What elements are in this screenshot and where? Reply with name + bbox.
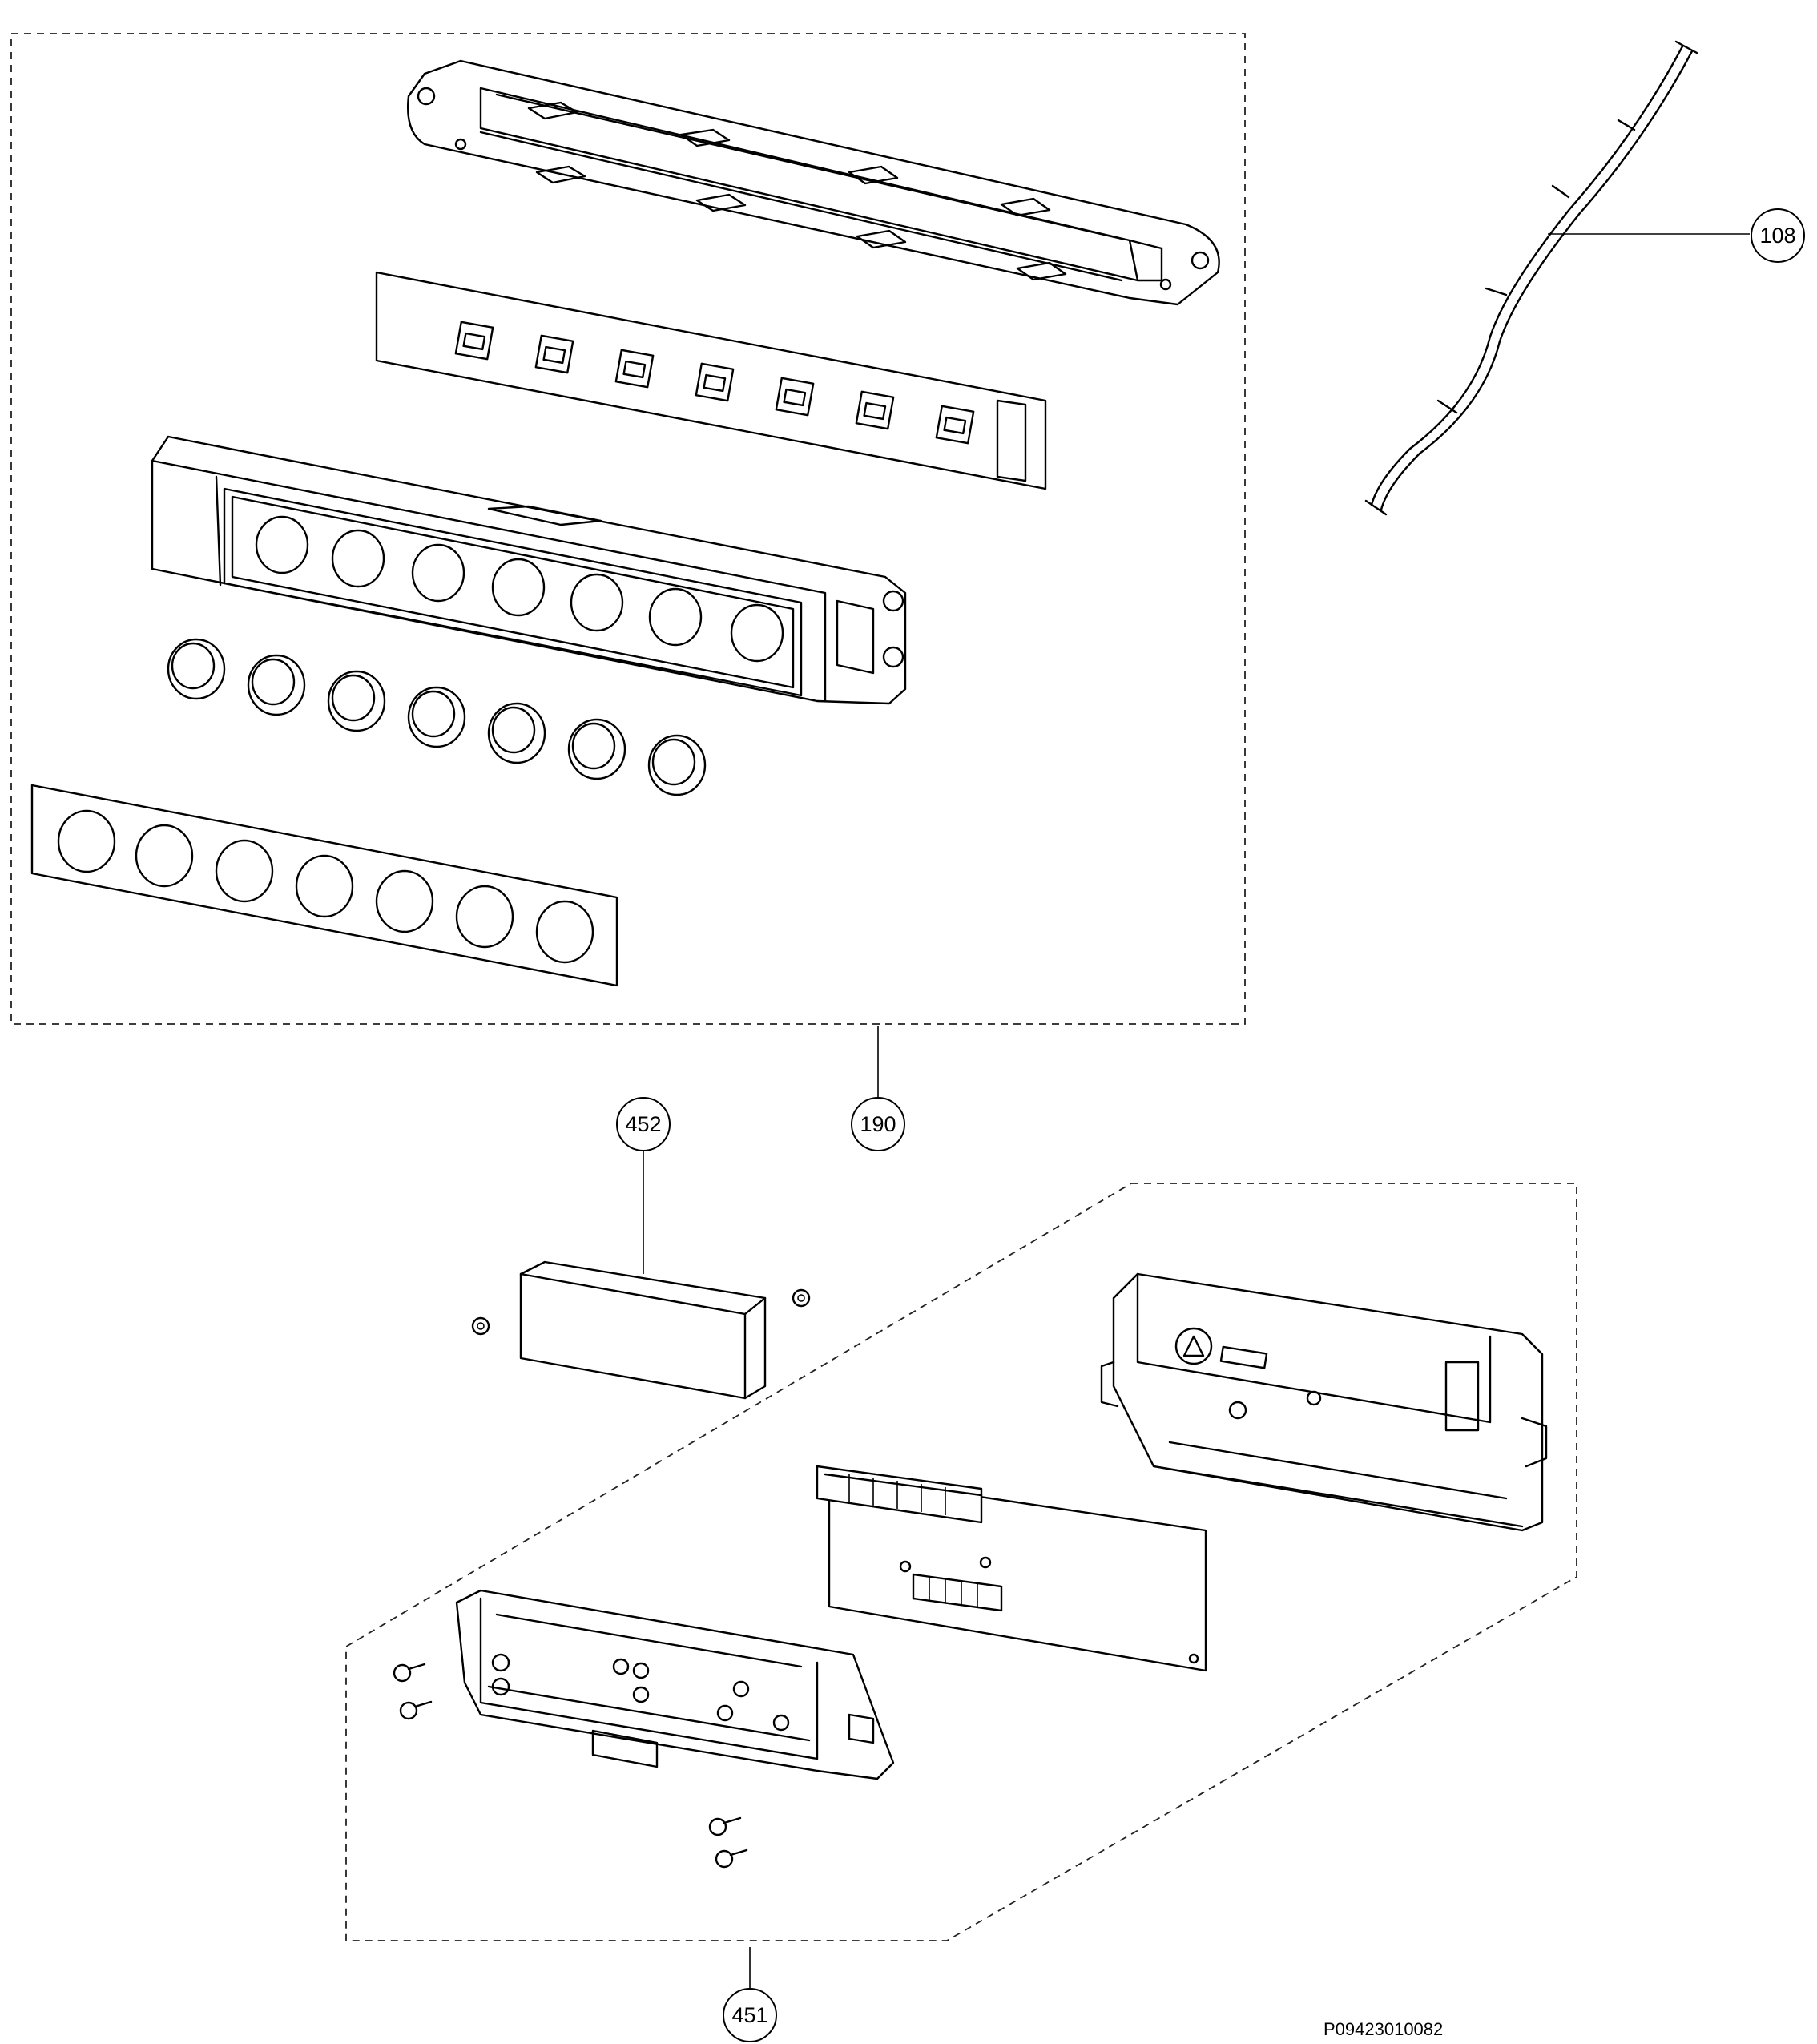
callout-label: 452	[625, 1112, 661, 1136]
group-451-boundary	[345, 1183, 1577, 1941]
warning-symbol	[1174, 1327, 1213, 1365]
rear-cover	[1100, 1272, 1548, 1532]
control-panel-frame	[407, 59, 1220, 306]
callout-label: 190	[860, 1112, 896, 1136]
group-190-boundary	[10, 33, 1246, 1025]
document-number: P09423010082	[1323, 2019, 1443, 2039]
frame-tabs	[527, 101, 1067, 281]
front-chassis	[455, 1589, 895, 1780]
frame-mounting-hole	[417, 87, 436, 106]
switch-circuit-board	[375, 271, 1047, 490]
callout-label: 451	[731, 2003, 767, 2027]
button-housing	[151, 435, 907, 705]
wiring-cable	[1364, 40, 1698, 516]
callout-108[interactable]: 108	[1751, 208, 1805, 263]
cover-label	[1219, 1345, 1268, 1369]
push-buttons	[167, 638, 707, 796]
push-switches	[454, 321, 975, 445]
callout-label: 108	[1759, 224, 1795, 248]
screws	[393, 1663, 748, 1869]
module-452	[471, 1260, 811, 1400]
callout-452[interactable]: 452	[616, 1097, 671, 1151]
front-fascia-plate	[30, 784, 618, 987]
housing-button-openings	[255, 515, 784, 663]
main-circuit-board	[816, 1465, 1207, 1672]
frame-mounting-hole	[1191, 251, 1210, 270]
callout-451[interactable]: 451	[723, 1988, 777, 2042]
callout-190[interactable]: 190	[851, 1097, 905, 1151]
